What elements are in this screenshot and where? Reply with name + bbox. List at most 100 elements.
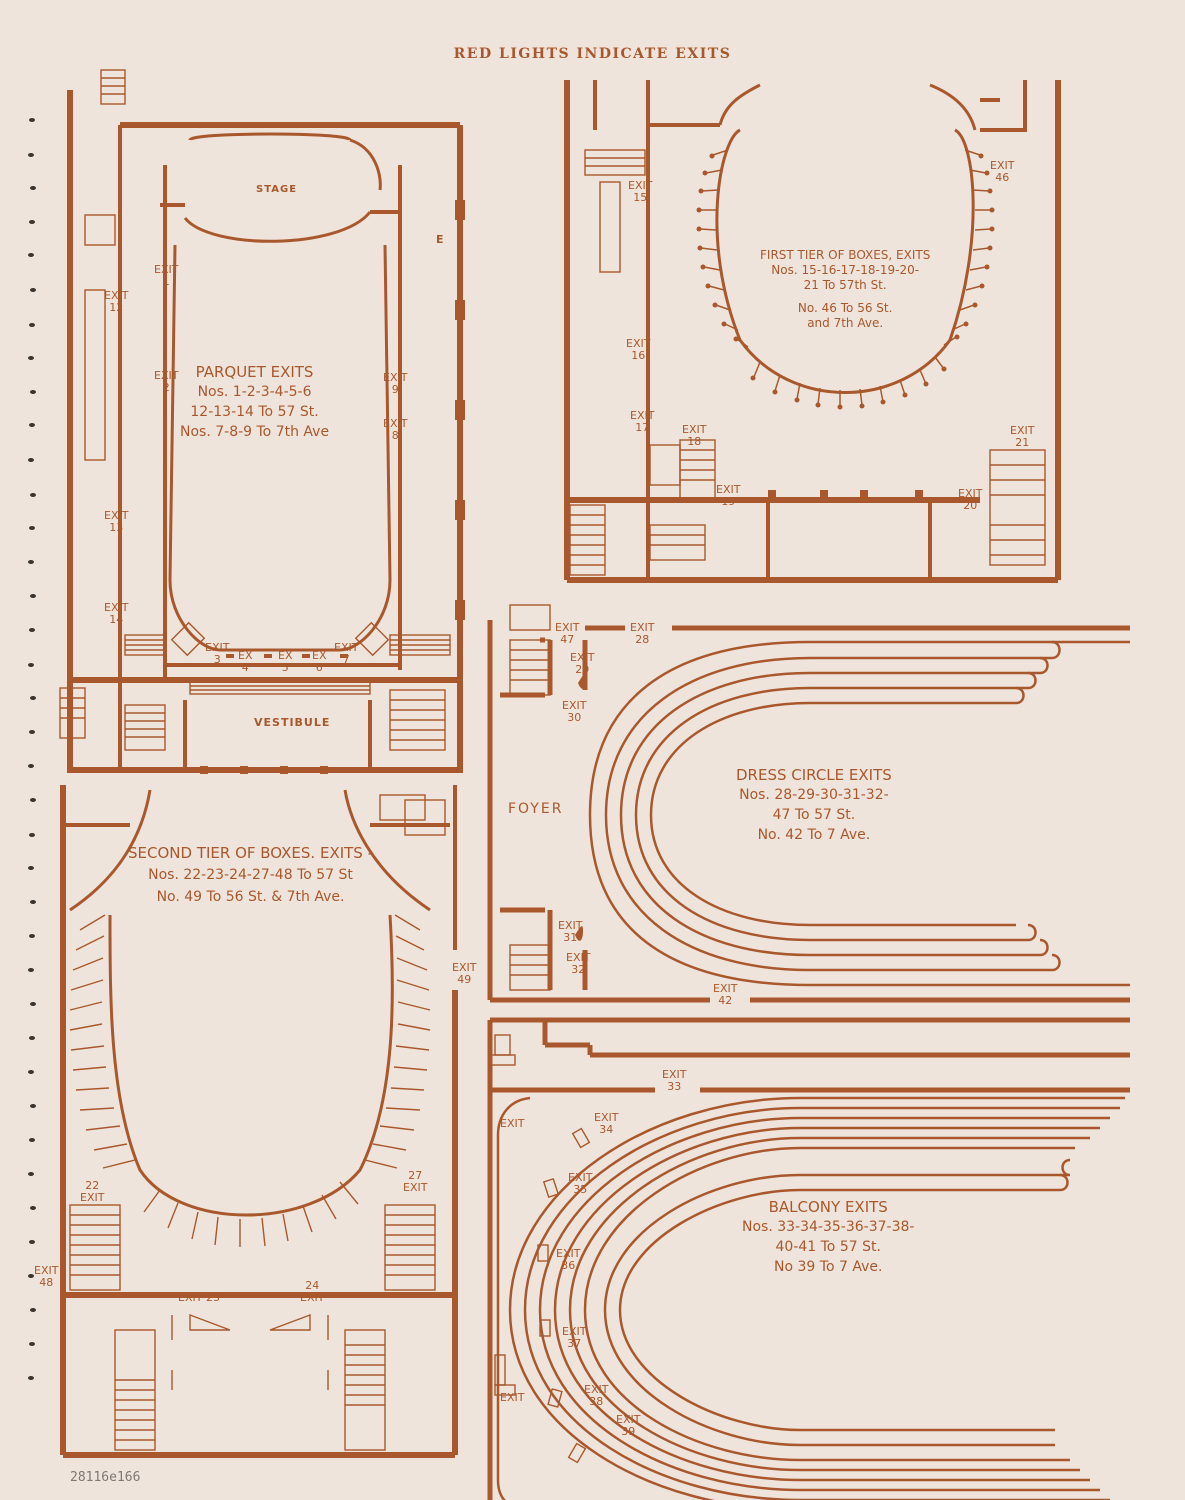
exit-number: 4 [241, 661, 249, 674]
balcony-note: BALCONY EXITS Nos. 33-34-35-36-37-38- 40… [742, 1197, 914, 1277]
exit-word: EXIT [584, 1383, 609, 1396]
exit-number: 37 [567, 1337, 582, 1350]
exit-number: 35 [573, 1183, 588, 1196]
exit-word: EXIT [713, 982, 738, 995]
exit-number: 38 [589, 1395, 604, 1408]
exit-word: EXIT [104, 601, 129, 614]
exit-word: EXIT [80, 1191, 105, 1204]
exit-number: 17 [635, 421, 650, 434]
exit-word: EXIT [300, 1291, 325, 1304]
exit-number: 36 [561, 1259, 576, 1272]
exit-number: 15 [633, 191, 648, 204]
exit-number: 48 [39, 1276, 54, 1289]
exit-number: 29 [575, 663, 590, 676]
exit-number: 9 [391, 383, 399, 396]
first-tier-note: FIRST TIER OF BOXES, EXITS Nos. 15-16-17… [760, 248, 930, 331]
page-header: RED LIGHTS INDICATE EXITS [453, 46, 732, 62]
exit-word: EXIT [594, 1111, 619, 1124]
exit-number: 47 [560, 633, 575, 646]
exit-word: EXIT [958, 487, 983, 500]
exit-word: EX [278, 649, 293, 662]
exit-word: EXIT [562, 699, 587, 712]
note-title: SECOND TIER OF BOXES. EXITS - [128, 844, 374, 862]
note-line: Nos. 7-8-9 To 7th Ave [180, 424, 330, 440]
exit-number: 12 [109, 301, 124, 314]
exit-word: EXIT [558, 919, 583, 932]
parquet-exits-note: PARQUET EXITS Nos. 1-2-3-4-5-6 12-13-14 … [180, 362, 329, 442]
exit-number: 20 [963, 499, 978, 512]
exit-word: EXIT [662, 1068, 687, 1081]
exit-number: 7 [342, 653, 350, 666]
exit-number: 14 [109, 613, 124, 626]
note-line: Nos. 1-2-3-4-5-6 [197, 384, 312, 400]
exit-word: EXIT [626, 337, 651, 350]
exit-word: EXIT [334, 641, 359, 654]
foyer-label: FOYER [508, 801, 564, 817]
exit-number: 30 [567, 711, 582, 724]
second-tier-note: SECOND TIER OF BOXES. EXITS - Nos. 22-23… [128, 842, 373, 908]
exit-word: EXIT 23 [178, 1291, 220, 1304]
exit-word: EXIT [630, 621, 655, 634]
note-line: No 39 To 7 Ave. [774, 1259, 883, 1275]
note-line: 21 To 57th St. [803, 278, 887, 292]
exit-marker: EXIT 23 [178, 1292, 220, 1304]
note-line: Nos. 15-16-17-18-19-20- [771, 263, 920, 277]
exit-word: EXIT [556, 1247, 581, 1260]
exit-number: 16 [631, 349, 646, 362]
stage-label: STAGE [256, 184, 298, 195]
exit-word: EXIT [452, 961, 477, 974]
exit-word: EXIT [104, 509, 129, 522]
exit-number: 31 [563, 931, 578, 944]
vestibule-label: VESTIBULE [254, 716, 331, 729]
exit-word: EXIT [383, 417, 408, 430]
exit-word: EXIT [34, 1264, 59, 1277]
note-line: No. 46 To 56 St. [797, 301, 893, 315]
exit-word: EXIT [383, 371, 408, 384]
exit-number: 33 [667, 1080, 682, 1093]
note-title: PARQUET EXITS [195, 363, 314, 381]
exit-number: 13 [109, 521, 124, 534]
exit-word: EXIT [568, 1171, 593, 1184]
exit-word: EXIT [500, 1117, 525, 1130]
exit-word: EXIT [403, 1181, 428, 1194]
exit-word: EXIT [1010, 424, 1035, 437]
exit-word: EXIT [628, 179, 653, 192]
exit-number: 1 [162, 275, 170, 288]
note-line: 12-13-14 To 57 St. [190, 404, 319, 420]
exit-word: EXIT [716, 483, 741, 496]
dress-circle-note: DRESS CIRCLE EXITS Nos. 28-29-30-31-32- … [736, 765, 892, 845]
exit-word: EX [312, 649, 327, 662]
exit-number: 49 [457, 973, 472, 986]
